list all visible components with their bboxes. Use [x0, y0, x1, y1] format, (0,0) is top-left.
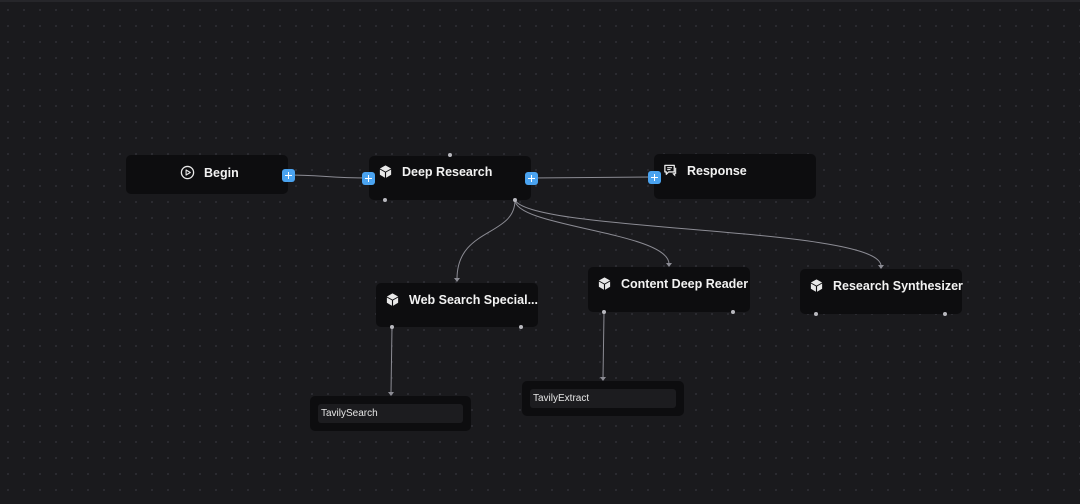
content-reader-node[interactable]: Content Deep Reader [588, 267, 750, 314]
research-synth-node-label: Research Synthesizer [833, 278, 963, 293]
begin-add-button[interactable] [282, 169, 295, 182]
cube-icon [385, 292, 400, 307]
edge-begin-to-deep-research [287, 174, 369, 179]
tavily-search-chip[interactable]: TavilySearch [318, 404, 463, 423]
response-node-label: Response [687, 163, 747, 178]
web-search-node[interactable]: Web Search Special... [376, 283, 538, 329]
play-circle-icon [180, 165, 195, 180]
deep-research-output-add-button[interactable] [525, 172, 538, 185]
web-search-bottom-right-handle[interactable] [519, 325, 523, 329]
web-search-bottom-left-handle[interactable] [390, 325, 394, 329]
research-synth-bottom-right-handle[interactable] [943, 312, 947, 316]
edge-content-reader-to-tavily-extract [602, 312, 605, 379]
deep-research-bottom-left-handle[interactable] [383, 198, 387, 202]
message-icon [663, 163, 678, 178]
edge-web-search-to-tavily-search [390, 326, 393, 394]
cube-icon [597, 276, 612, 291]
content-reader-node-label: Content Deep Reader [621, 276, 749, 291]
response-add-button[interactable] [648, 171, 661, 184]
web-search-node-label: Web Search Special... [409, 292, 538, 307]
tavily-extract-chip[interactable]: TavilyExtract [530, 389, 676, 408]
deep-research-bottom-handle[interactable] [513, 198, 517, 202]
edge-deep-research-to-content-reader [514, 199, 670, 265]
deep-research-node[interactable]: Deep Research [369, 156, 531, 202]
research-synth-node[interactable]: Research Synthesizer [800, 269, 963, 316]
response-node[interactable]: Response [654, 154, 816, 199]
cube-icon [378, 164, 393, 179]
begin-node[interactable]: Begin [126, 155, 288, 194]
arrow-head [454, 278, 460, 282]
edge-deep-research-to-research-synth [514, 199, 882, 267]
content-reader-bottom-left-handle[interactable] [602, 310, 606, 314]
research-synth-bottom-left-handle[interactable] [814, 312, 818, 316]
begin-node-label: Begin [204, 165, 239, 180]
deep-research-top-handle[interactable] [448, 153, 452, 157]
deep-research-node-label: Deep Research [402, 164, 493, 179]
cube-icon [809, 278, 824, 293]
edge-deep-research-to-web-search [456, 199, 516, 280]
tavily-search-tool-node[interactable]: TavilySearch [310, 396, 471, 431]
deep-research-input-add-button[interactable] [362, 172, 375, 185]
content-reader-bottom-right-handle[interactable] [731, 310, 735, 314]
edge-deep-research-to-response [530, 176, 655, 179]
tavily-extract-tool-node[interactable]: TavilyExtract [522, 381, 684, 416]
